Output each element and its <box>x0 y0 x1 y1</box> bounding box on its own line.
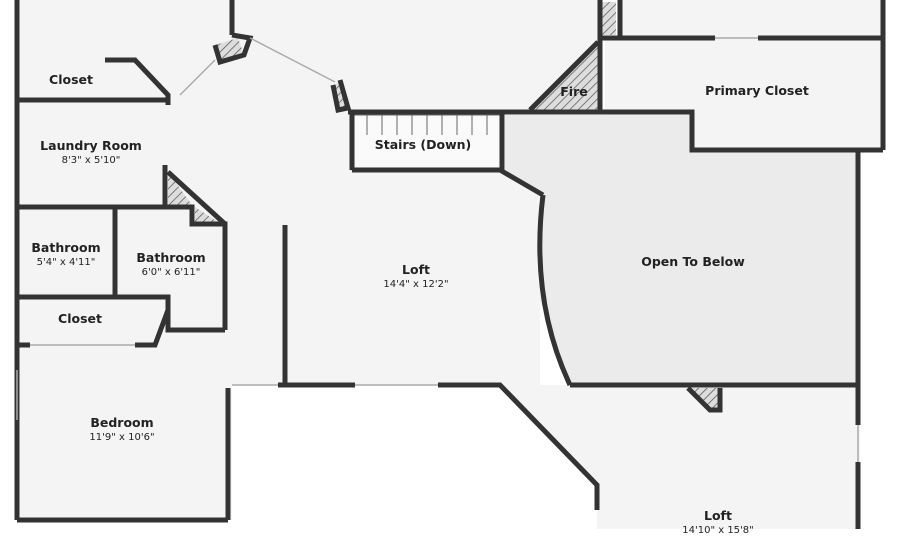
open-to-below-floor <box>505 115 858 385</box>
room-fire: Fire <box>560 84 588 99</box>
room-open-to-below: Open To Below <box>641 254 745 269</box>
walls <box>14 0 886 529</box>
chase-hatch <box>195 207 218 222</box>
room-closet-top: Closet <box>49 72 93 87</box>
room-stairs: Stairs (Down) <box>374 137 472 152</box>
room-closet-bottom: Closet <box>58 311 102 326</box>
room-primary-closet: Primary Closet <box>705 83 809 98</box>
openings <box>16 37 859 462</box>
loft-floor <box>170 0 860 529</box>
chase-hatch <box>602 2 616 35</box>
stairs <box>351 114 501 171</box>
